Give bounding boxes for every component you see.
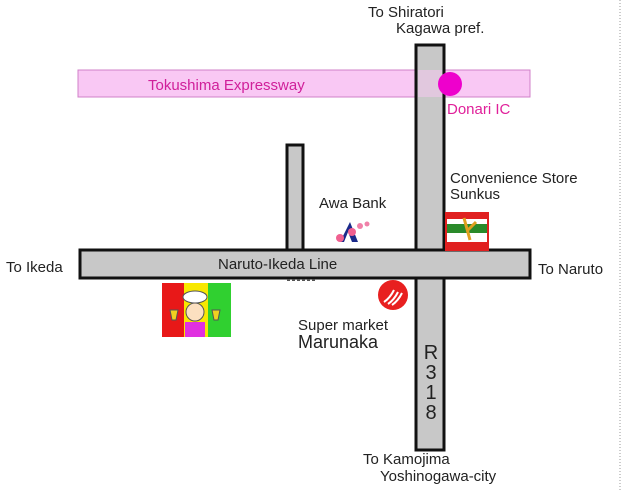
road-label: Naruto-Ikeda Line bbox=[218, 256, 338, 273]
awa-bank-logo bbox=[336, 221, 370, 242]
store-name: Sunkus bbox=[450, 186, 501, 203]
junction-fill bbox=[289, 252, 301, 276]
east-direction: To Naruto bbox=[538, 261, 604, 278]
sunkus-logo bbox=[445, 212, 489, 251]
market-label: Super market bbox=[298, 317, 389, 334]
north-direction-2: Kagawa pref. bbox=[396, 20, 485, 37]
route-318 bbox=[414, 43, 446, 452]
donari-ic-marker bbox=[438, 72, 462, 96]
marunaka-logo bbox=[378, 280, 408, 310]
naruto-ikeda-line bbox=[78, 248, 532, 280]
market-name: Marunaka bbox=[298, 332, 379, 352]
route-char: 3 bbox=[425, 362, 437, 384]
bakery-logo bbox=[162, 283, 231, 337]
south-direction: To Kamojima bbox=[363, 451, 450, 468]
route-char: 1 bbox=[425, 382, 437, 404]
north-direction: To Shiratori bbox=[368, 4, 444, 21]
route-label: R 3 1 8 bbox=[422, 343, 440, 423]
south-direction-2: Yoshinogawa-city bbox=[380, 468, 497, 485]
route-char: R bbox=[423, 342, 439, 364]
expressway-label: Tokushima Expressway bbox=[148, 77, 305, 94]
route-char: 8 bbox=[425, 402, 437, 424]
junction-fill bbox=[418, 252, 442, 276]
side-road bbox=[285, 143, 305, 257]
store-label: Convenience Store bbox=[450, 170, 578, 187]
west-direction: To Ikeda bbox=[6, 259, 63, 276]
bank-label: Awa Bank bbox=[319, 195, 387, 212]
donari-ic-label: Donari IC bbox=[447, 101, 511, 118]
